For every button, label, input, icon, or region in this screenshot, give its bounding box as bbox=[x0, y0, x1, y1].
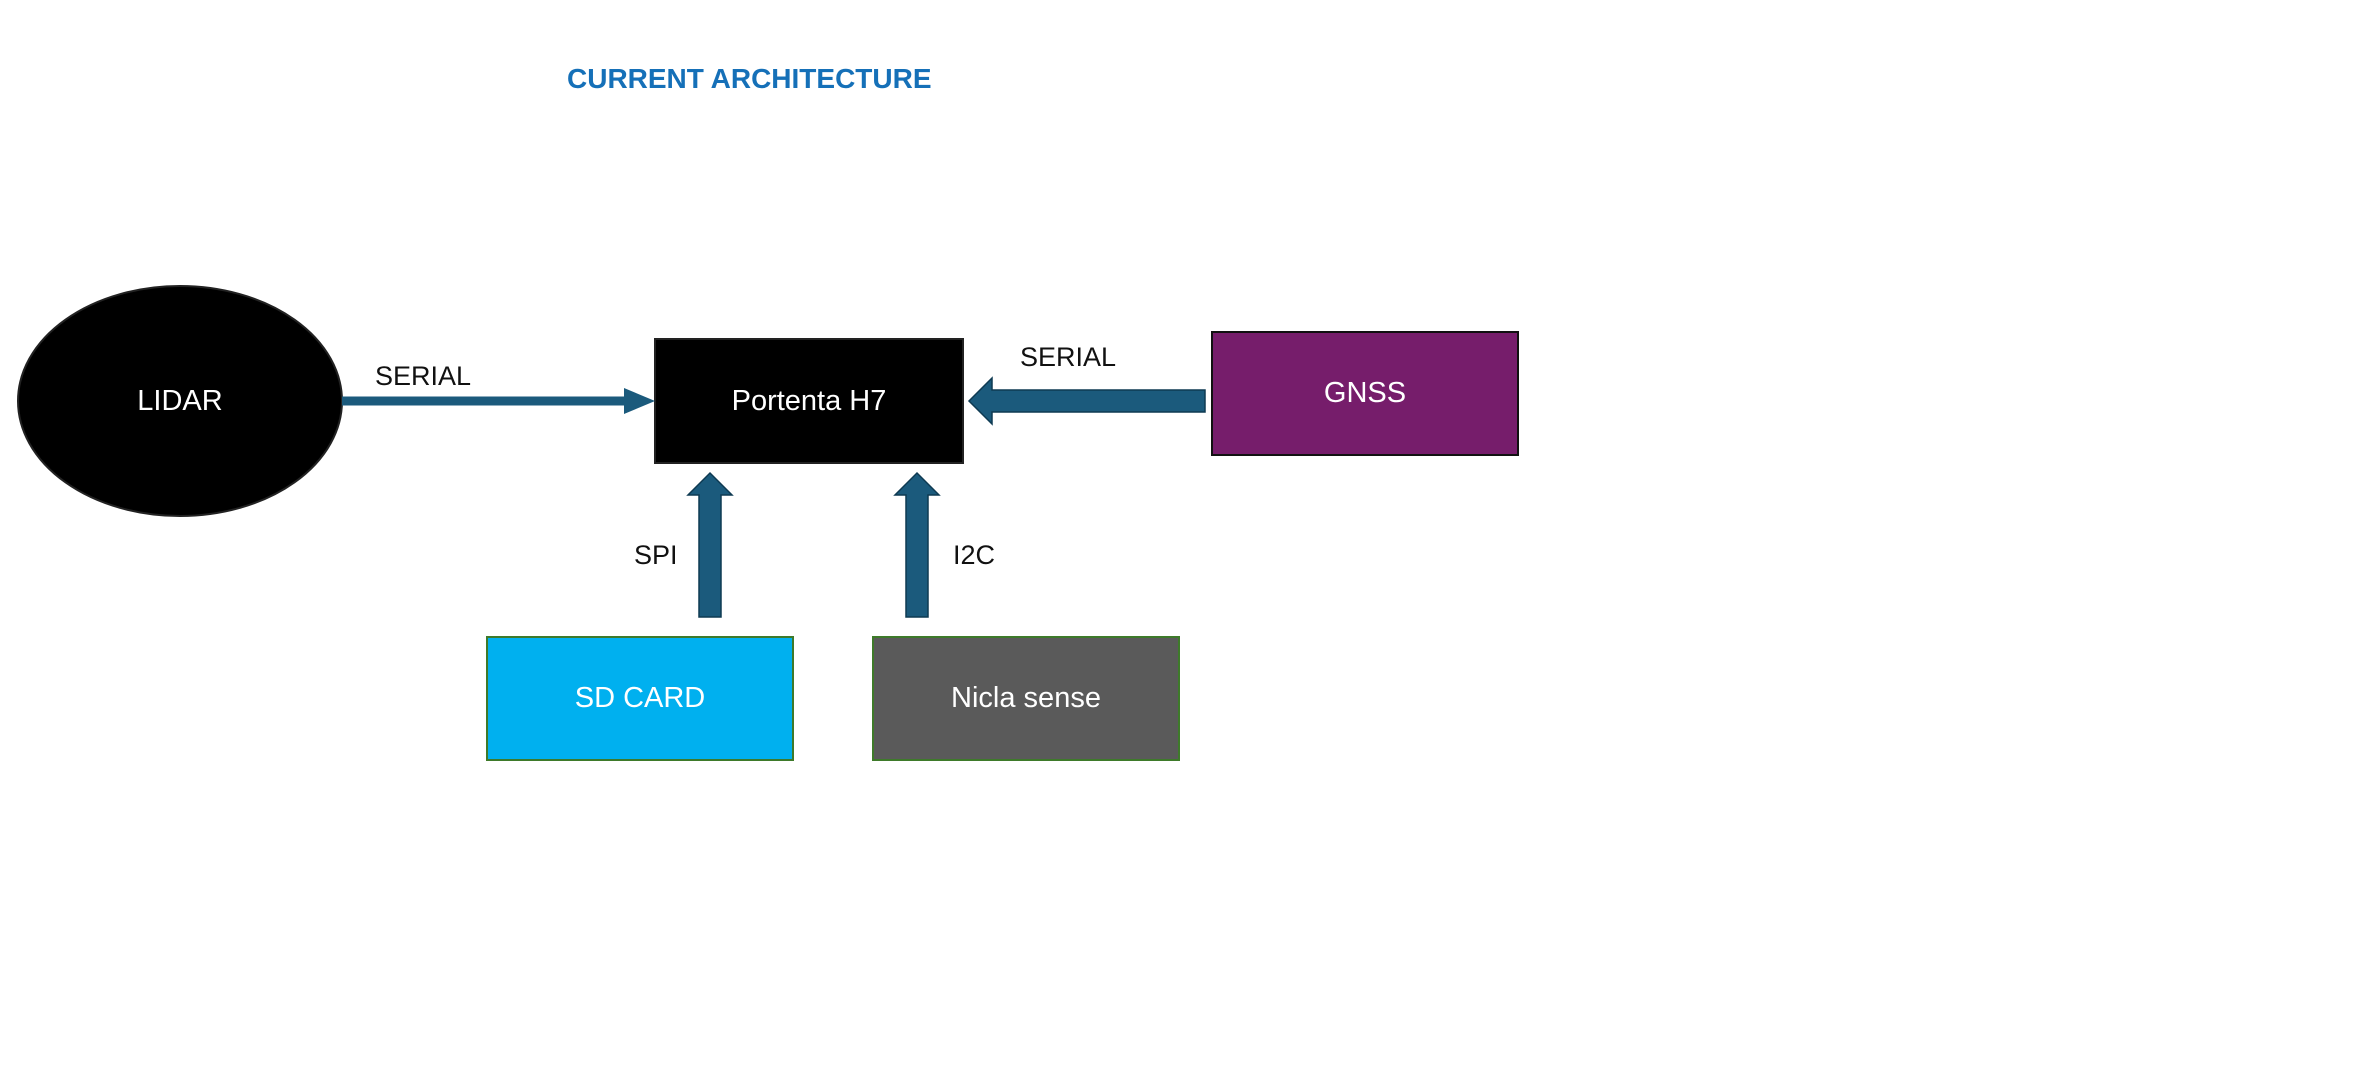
portenta-shape bbox=[654, 338, 964, 464]
lidar-arrow-head bbox=[624, 388, 655, 414]
sd-card-label: SD CARD bbox=[575, 682, 706, 714]
gnss-serial-label: SERIAL bbox=[1020, 342, 1116, 372]
gnss-to-portenta-arrow bbox=[967, 376, 1206, 426]
nicla-label: Nicla sense bbox=[951, 682, 1101, 714]
gnss-shape bbox=[1211, 331, 1519, 456]
sd-arrow-shape bbox=[686, 471, 734, 618]
spi-label: SPI bbox=[634, 540, 678, 570]
nicla-node: Nicla sense bbox=[872, 636, 1180, 761]
lidar-to-portenta-arrow bbox=[342, 388, 655, 414]
portenta-label: Portenta H7 bbox=[732, 385, 887, 417]
lidar-node: LIDAR bbox=[17, 285, 343, 517]
portenta-node: Portenta H7 bbox=[654, 338, 964, 464]
sd-to-portenta-arrow bbox=[686, 471, 734, 618]
nicla-arrow-shape bbox=[893, 471, 941, 618]
nicla-shape bbox=[872, 636, 1180, 761]
sd-card-node: SD CARD bbox=[486, 636, 794, 761]
gnss-label: GNSS bbox=[1324, 377, 1406, 409]
lidar-serial-label: SERIAL bbox=[375, 361, 471, 391]
diagram-title: CURRENT ARCHITECTURE bbox=[567, 63, 932, 94]
lidar-label: LIDAR bbox=[137, 385, 222, 417]
sd-card-shape bbox=[486, 636, 794, 761]
i2c-label: I2C bbox=[953, 540, 995, 570]
gnss-node: GNSS bbox=[1211, 331, 1519, 456]
nicla-to-portenta-arrow bbox=[893, 471, 941, 618]
gnss-arrow-shape bbox=[967, 376, 1206, 426]
